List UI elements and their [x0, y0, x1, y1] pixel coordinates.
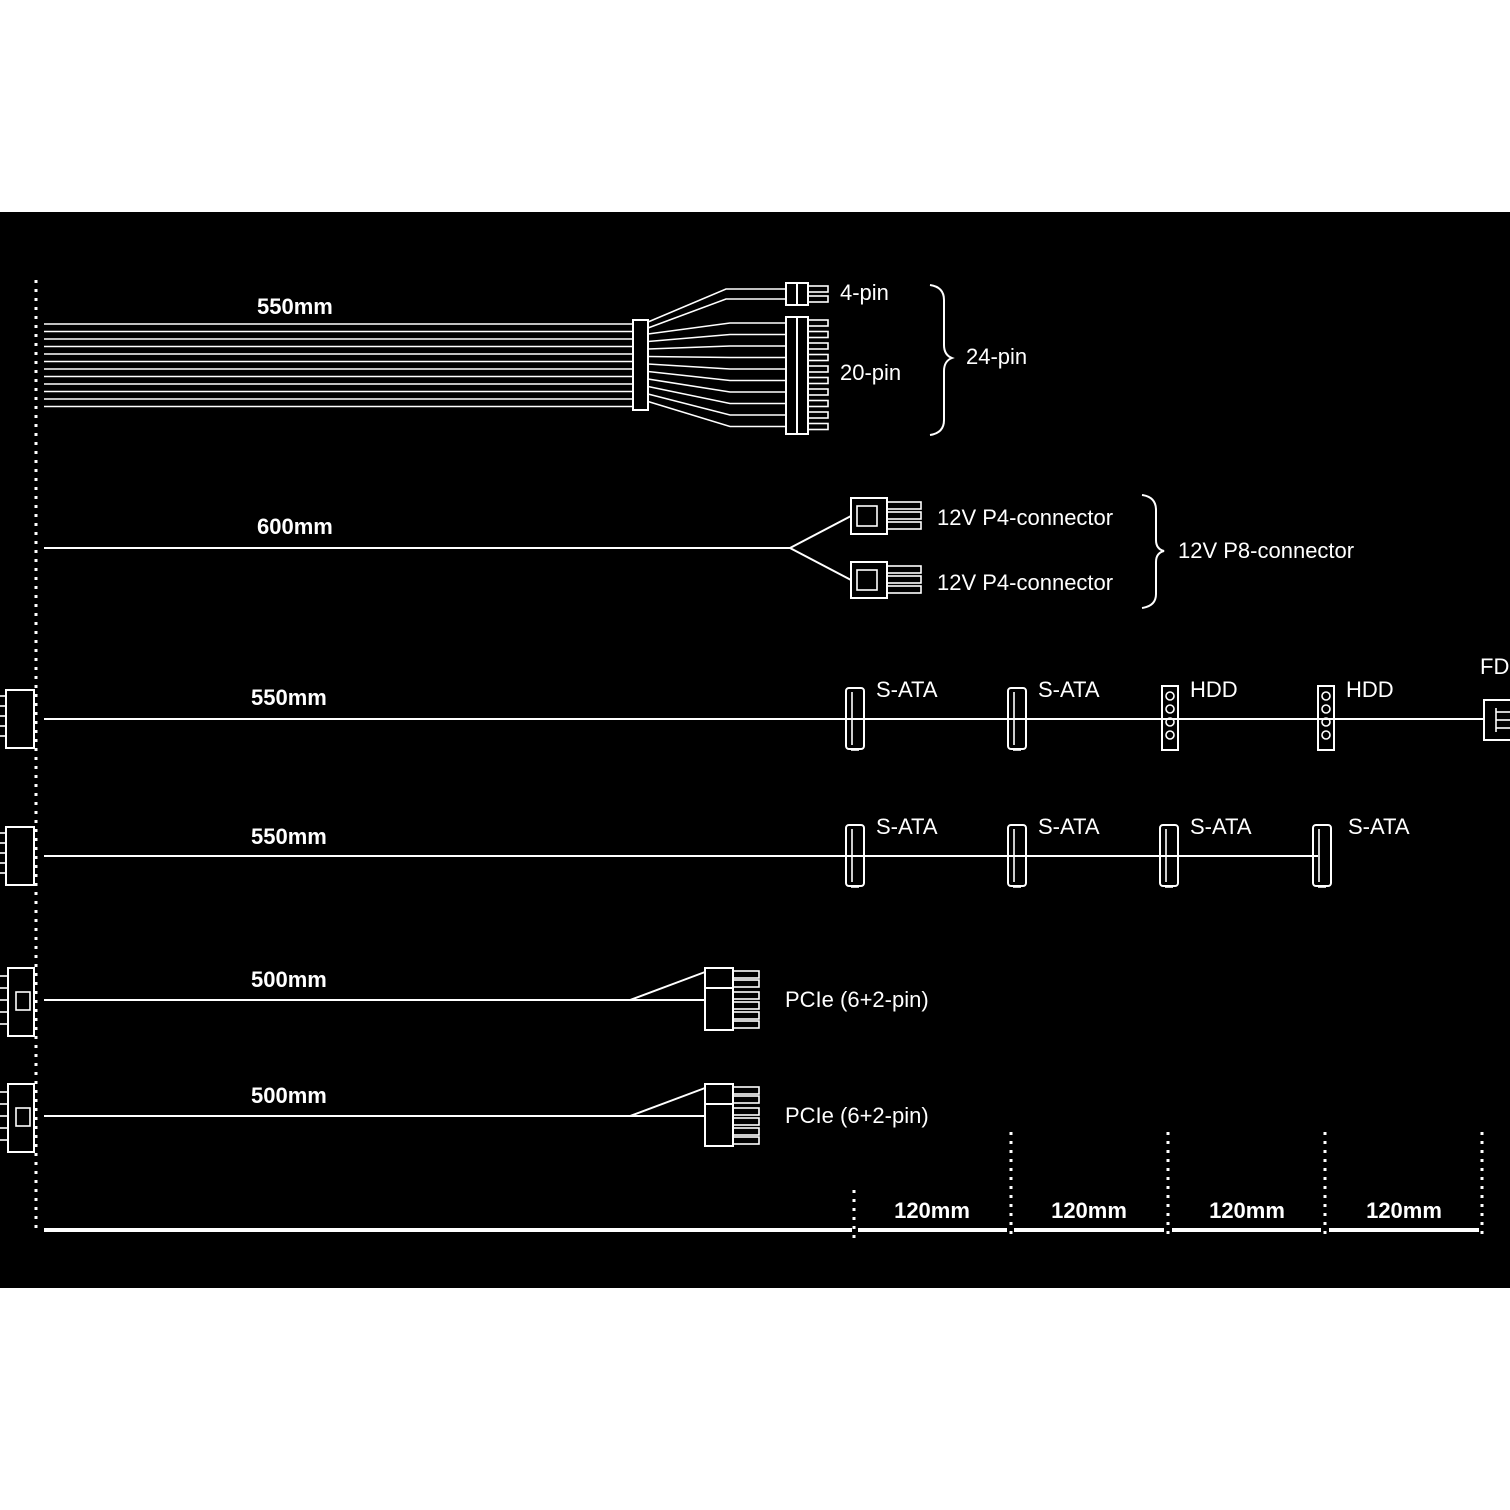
psu-cable-diagram: 550mm 4-pin 20-pin 24-pin 600mm 12V P4-c… [0, 280, 1510, 1240]
wire-bundle [44, 323, 633, 408]
spacing-label: 120mm [894, 1198, 970, 1223]
connector-label: 20-pin [840, 360, 901, 385]
connector-label: HDD [1346, 677, 1394, 702]
wire [647, 333, 786, 343]
connector-label: S-ATA [1038, 814, 1100, 839]
sata-connector [845, 687, 865, 751]
pcie-connector [704, 967, 760, 1031]
group-label: 12V P8-connector [1178, 538, 1354, 563]
cable-length-label: 500mm [251, 1083, 327, 1108]
connector-label: 12V P4-connector [937, 505, 1113, 530]
cable-sata: 550mm S-ATA S-ATA S-ATA S-ATA [0, 814, 1410, 888]
sata-connector [1007, 687, 1027, 751]
cable-pcie-1: 500mm PCIe (6+2-pin) [0, 967, 929, 1037]
cable-length-label: 500mm [251, 967, 327, 992]
connector-label: S-ATA [1348, 814, 1410, 839]
modular-plug [0, 1083, 35, 1153]
wire [647, 378, 786, 393]
connector-label: S-ATA [1190, 814, 1252, 839]
connector-label: PCIe (6+2-pin) [785, 1103, 929, 1128]
connector-label: 4-pin [840, 280, 889, 305]
wire [647, 288, 786, 323]
cable-length-label: 550mm [251, 685, 327, 710]
spacing-label: 120mm [1366, 1198, 1442, 1223]
connector-label: 12V P4-connector [937, 570, 1113, 595]
spacing-label: 120mm [1051, 1198, 1127, 1223]
cable-length-label: 550mm [251, 824, 327, 849]
connector-20pin [785, 316, 829, 435]
pin [807, 388, 829, 396]
connector-label: PCIe (6+2-pin) [785, 987, 929, 1012]
connector-label: S-ATA [876, 814, 938, 839]
pcie-connector [704, 1083, 760, 1147]
pin [807, 365, 829, 373]
brace-24pin [929, 284, 955, 436]
connector-label: FD [1480, 654, 1509, 679]
connector-4pin [785, 282, 829, 306]
cable-diagram-panel: 550mm 4-pin 20-pin 24-pin 600mm 12V P4-c… [0, 212, 1510, 1288]
pin [807, 342, 829, 350]
modular-plug [0, 826, 35, 886]
wire [647, 363, 786, 370]
sata-connector [1007, 824, 1027, 888]
pin [807, 376, 829, 385]
connector-p4-bottom [850, 561, 922, 599]
wire [647, 393, 786, 416]
pin [807, 319, 829, 327]
wire-clamp [632, 319, 649, 411]
connector-label: S-ATA [876, 677, 938, 702]
wire [647, 400, 786, 428]
pin [807, 411, 829, 419]
fdd-connector [1483, 699, 1510, 741]
connector-label: HDD [1190, 677, 1238, 702]
spacing-label: 120mm [1209, 1198, 1285, 1223]
modular-plug [0, 967, 35, 1037]
length-scale: 120mm 120mm 120mm 120mm [44, 1132, 1484, 1240]
cable-pcie-2: 500mm PCIe (6+2-pin) [0, 1083, 929, 1153]
cable-12v-p8: 600mm 12V P4-connector 12V P4-connector … [44, 494, 1354, 609]
wire [647, 345, 786, 350]
wire [647, 355, 786, 359]
pin [807, 422, 829, 431]
pin [807, 330, 829, 339]
wire [647, 322, 786, 335]
wire [647, 298, 786, 329]
connector-label: S-ATA [1038, 677, 1100, 702]
cable-length-label: 550mm [257, 294, 333, 319]
sata-connector [845, 824, 865, 888]
cable-sata-hdd: 550mm S-ATA S-ATA HDD HDD FD [0, 654, 1510, 751]
connector-p4-top [850, 497, 922, 535]
molex-connector [1317, 685, 1335, 751]
brace-p8 [1141, 494, 1165, 609]
wire-fan-out [647, 288, 786, 428]
sata-connector [1312, 824, 1332, 888]
wire [647, 370, 786, 382]
molex-connector [1161, 685, 1179, 751]
cable-length-label: 600mm [257, 514, 333, 539]
cable-24pin: 550mm 4-pin 20-pin 24-pin [44, 280, 1027, 436]
wire [647, 385, 786, 405]
group-label: 24-pin [966, 344, 1027, 369]
pin [807, 399, 829, 408]
modular-plug [0, 689, 35, 749]
sata-connector [1159, 824, 1179, 888]
pin [807, 353, 829, 362]
